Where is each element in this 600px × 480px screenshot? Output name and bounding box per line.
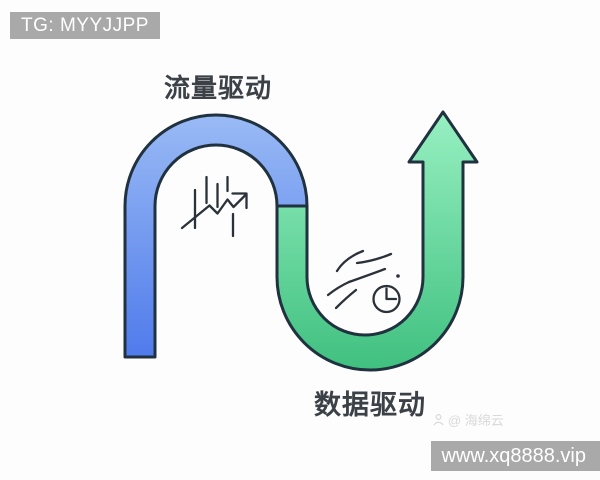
watermark-text: @ 海绵云	[448, 413, 504, 428]
green-arrow-shape	[275, 110, 479, 372]
chart-trend-arrowhead	[231, 192, 248, 210]
tg-badge: TG: MYYJJPP	[10, 12, 160, 39]
wind-dot	[396, 274, 400, 278]
wind-swoosh	[335, 249, 365, 273]
site-badge-text: www.xq8888.vip	[441, 444, 586, 467]
clock-face	[372, 284, 401, 314]
tg-badge-text: TG: MYYJJPP	[21, 14, 149, 36]
site-badge: www.xq8888.vip	[431, 441, 600, 471]
label-traffic-driven: 流量驱动	[164, 73, 273, 103]
wind-swoosh	[326, 280, 351, 297]
blue-arch-shape	[123, 113, 309, 359]
person-icon	[433, 413, 444, 426]
chart-trend-line	[180, 193, 248, 230]
trending-up-chart-icon	[180, 175, 248, 238]
clock-hands	[385, 287, 398, 301]
wind-swoosh	[355, 252, 393, 265]
wind-swoosh	[334, 288, 358, 310]
wind-swoosh	[347, 267, 387, 284]
wind-clock-icon	[326, 249, 401, 314]
watermark: @ 海绵云	[432, 410, 504, 429]
label-data-driven: 数据驱动	[314, 390, 426, 420]
